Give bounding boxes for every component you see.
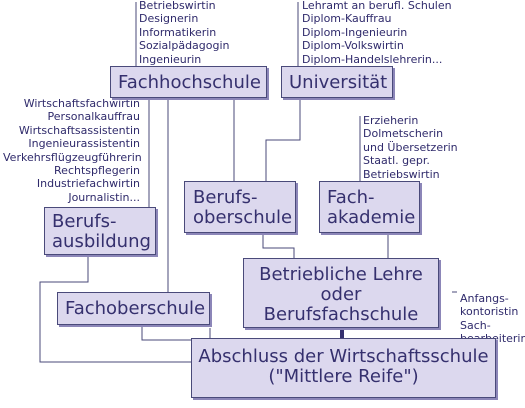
fachhochschule-box: Fachhochschule xyxy=(110,66,267,98)
connector-fos-abschluss xyxy=(141,324,211,341)
universitaet-box: Universität xyxy=(281,66,393,98)
berufsausbildung-berufe-list: Wirtschaftsfachwirtin Personalkauffrau W… xyxy=(3,97,142,204)
universitaet-berufe-list: Lehramt an berufl. Schulen Diplom-Kauffr… xyxy=(302,0,452,66)
abschluss-box: Abschluss der Wirtschaftsschule ("Mittle… xyxy=(191,338,496,398)
connector-berufsausbildung-abschluss xyxy=(39,253,191,363)
berufsoberschule-box: Berufs- oberschule xyxy=(184,181,296,233)
connector-uni-berufsoberschule xyxy=(265,97,301,181)
betriebliche-lehre-box: Betriebliche Lehre oder Berufsfachschule xyxy=(243,258,439,328)
fachakademie-box: Fach- akademie xyxy=(319,181,420,233)
connector-bos-lehre xyxy=(262,232,295,258)
fachoberschule-box: Fachoberschule xyxy=(57,292,210,325)
berufsausbildung-box: Berufs- ausbildung xyxy=(44,207,156,255)
fachhochschule-berufe-list: Betriebswirtin Designerin Informatikerin… xyxy=(139,0,230,66)
fachakademie-berufe-list: Erzieherin Dolmetscherin und Übersetzeri… xyxy=(363,114,458,181)
